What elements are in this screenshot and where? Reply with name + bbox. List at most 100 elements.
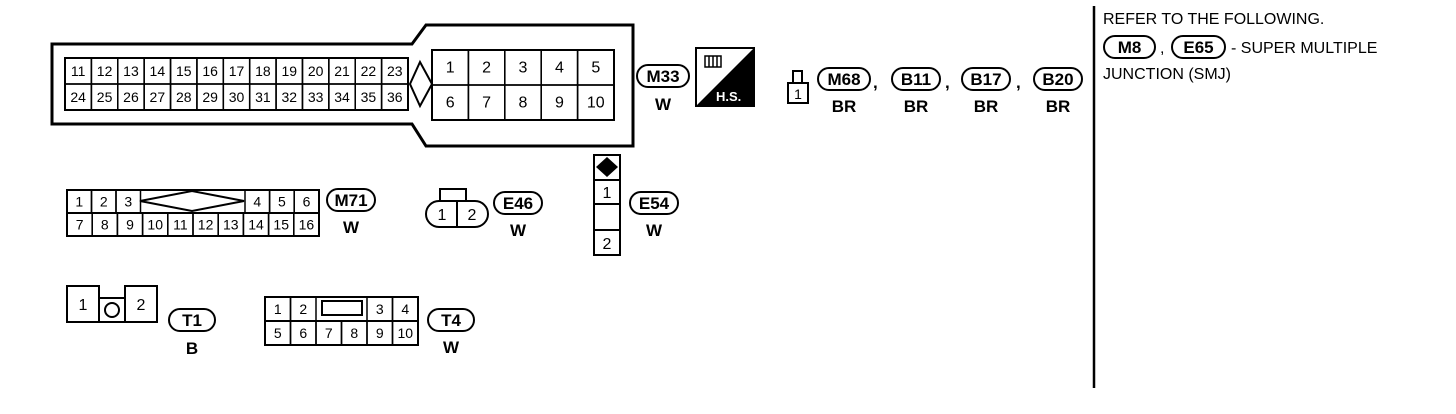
e54-tag-oval xyxy=(629,191,679,215)
e54-pin-2: 2 xyxy=(603,236,612,253)
note-ref-e65-oval xyxy=(1171,35,1226,59)
m33-pin-8: 8 xyxy=(519,95,528,112)
m71-pin-2: 2 xyxy=(100,194,108,210)
note-line-1: REFER TO THE FOLLOWING. xyxy=(1103,11,1324,28)
tag-separator-comma: , xyxy=(1016,73,1021,92)
t4-pin-3: 3 xyxy=(376,301,384,317)
t1-center xyxy=(98,297,126,323)
t4-pin-8: 8 xyxy=(350,325,358,341)
m71-key-diamond xyxy=(139,189,245,213)
connector-m68: 1 xyxy=(787,70,809,104)
note-comma: , xyxy=(1160,40,1164,57)
m33-pin-1: 1 xyxy=(446,60,455,77)
m71-wire-color: W xyxy=(343,218,360,237)
t4-key xyxy=(321,300,363,316)
m33-pin-26: 26 xyxy=(123,89,139,105)
m71-pin-9: 9 xyxy=(126,217,134,233)
t4-pin-9: 9 xyxy=(376,325,384,341)
note-line-2: - SUPER MULTIPLE xyxy=(1231,40,1377,57)
m33-key-diamond xyxy=(408,59,434,109)
b11-wire-color: BR xyxy=(904,97,929,116)
m33-pin-3: 3 xyxy=(519,60,528,77)
m71-tag-oval xyxy=(326,188,376,212)
m71-pin-13: 13 xyxy=(223,217,239,233)
m71-pin-4: 4 xyxy=(253,194,261,210)
b20-tag-oval xyxy=(1033,67,1083,91)
m33-pin-13: 13 xyxy=(123,63,139,79)
t1-center-hole xyxy=(104,302,120,318)
m33-pin-14: 14 xyxy=(150,63,166,79)
t1-pin-1: 1 xyxy=(79,297,88,314)
e46-wire-color: W xyxy=(510,221,527,240)
t4-pin-10: 10 xyxy=(397,325,413,341)
m71-pin-6: 6 xyxy=(303,194,311,210)
m71-pin-1: 1 xyxy=(75,194,83,210)
connector-e46: 1 2 xyxy=(425,188,489,228)
m68-pin: 1 xyxy=(794,86,802,102)
connector-labels: M33WM68BRB11BRB17BRB20BRM71WE46WE54WT1BT… xyxy=(168,64,1083,358)
m33-pin-33: 33 xyxy=(308,89,324,105)
m33-tag: M33 xyxy=(646,67,679,86)
e46-pin-2: 2 xyxy=(468,207,477,224)
m33-pin-27: 27 xyxy=(150,89,166,105)
e46-pin-1: 1 xyxy=(438,207,447,224)
note-ref-e65: E65 xyxy=(1183,38,1213,57)
b17-tag-oval xyxy=(961,67,1011,91)
m33-pin-17: 17 xyxy=(229,63,245,79)
t4-pin-5: 5 xyxy=(274,325,282,341)
m33-pin-36-cell xyxy=(380,83,409,111)
m71-pin-16: 16 xyxy=(299,217,315,233)
tag-separator-comma: , xyxy=(873,73,878,92)
m33-tag-oval xyxy=(636,64,690,88)
t4-pin-6: 6 xyxy=(299,325,307,341)
t1-tag-oval xyxy=(168,308,216,332)
m71-tag: M71 xyxy=(334,191,367,210)
m33-pin-10-cell xyxy=(576,84,615,121)
m71-pin-14: 14 xyxy=(248,217,264,233)
b11-tag: B11 xyxy=(901,70,931,89)
t4-pin-1: 1 xyxy=(274,301,282,317)
harness-shield-icon: H.S. xyxy=(695,47,755,107)
m33-pin-35: 35 xyxy=(361,89,377,105)
m33-pin-18: 18 xyxy=(255,63,271,79)
e54-tag: E54 xyxy=(639,194,670,213)
connector-t1: 1 2 xyxy=(66,285,158,323)
m33-pin-16: 16 xyxy=(202,63,218,79)
t4-tag: T4 xyxy=(441,311,461,330)
note-line-3: JUNCTION (SMJ) xyxy=(1103,66,1231,83)
t1-terminal-2 xyxy=(124,285,158,323)
t4-pin-4: 4 xyxy=(401,301,409,317)
m33-pin-32: 32 xyxy=(281,89,297,105)
m33-pin-2: 2 xyxy=(482,60,491,77)
m68-body xyxy=(787,82,809,104)
m68-tag: M68 xyxy=(827,70,860,89)
m33-pin-29: 29 xyxy=(202,89,218,105)
e54-wire-color: W xyxy=(646,221,663,240)
m68-tag-oval xyxy=(817,67,871,91)
m71-pin-7: 7 xyxy=(76,217,84,233)
m33-pin-31: 31 xyxy=(255,89,271,105)
b20-wire-color: BR xyxy=(1046,97,1071,116)
m33-pin-9: 9 xyxy=(555,95,564,112)
m71-pin-5: 5 xyxy=(278,194,286,210)
m33-pin-28: 28 xyxy=(176,89,192,105)
m33-pin-7: 7 xyxy=(482,95,491,112)
t4-pin-7: 7 xyxy=(325,325,333,341)
m33-pin-36: 36 xyxy=(387,89,403,105)
m33-pin-12: 12 xyxy=(97,63,113,79)
t1-tag: T1 xyxy=(182,311,202,330)
m71-pin-16-cell xyxy=(293,212,320,237)
m71-pin-8: 8 xyxy=(101,217,109,233)
m33-pin-4: 4 xyxy=(555,60,564,77)
t4-wire-color: W xyxy=(443,338,460,357)
m33-pin-20: 20 xyxy=(308,63,324,79)
m33-pin-23: 23 xyxy=(387,63,403,79)
m71-pin-15: 15 xyxy=(273,217,289,233)
